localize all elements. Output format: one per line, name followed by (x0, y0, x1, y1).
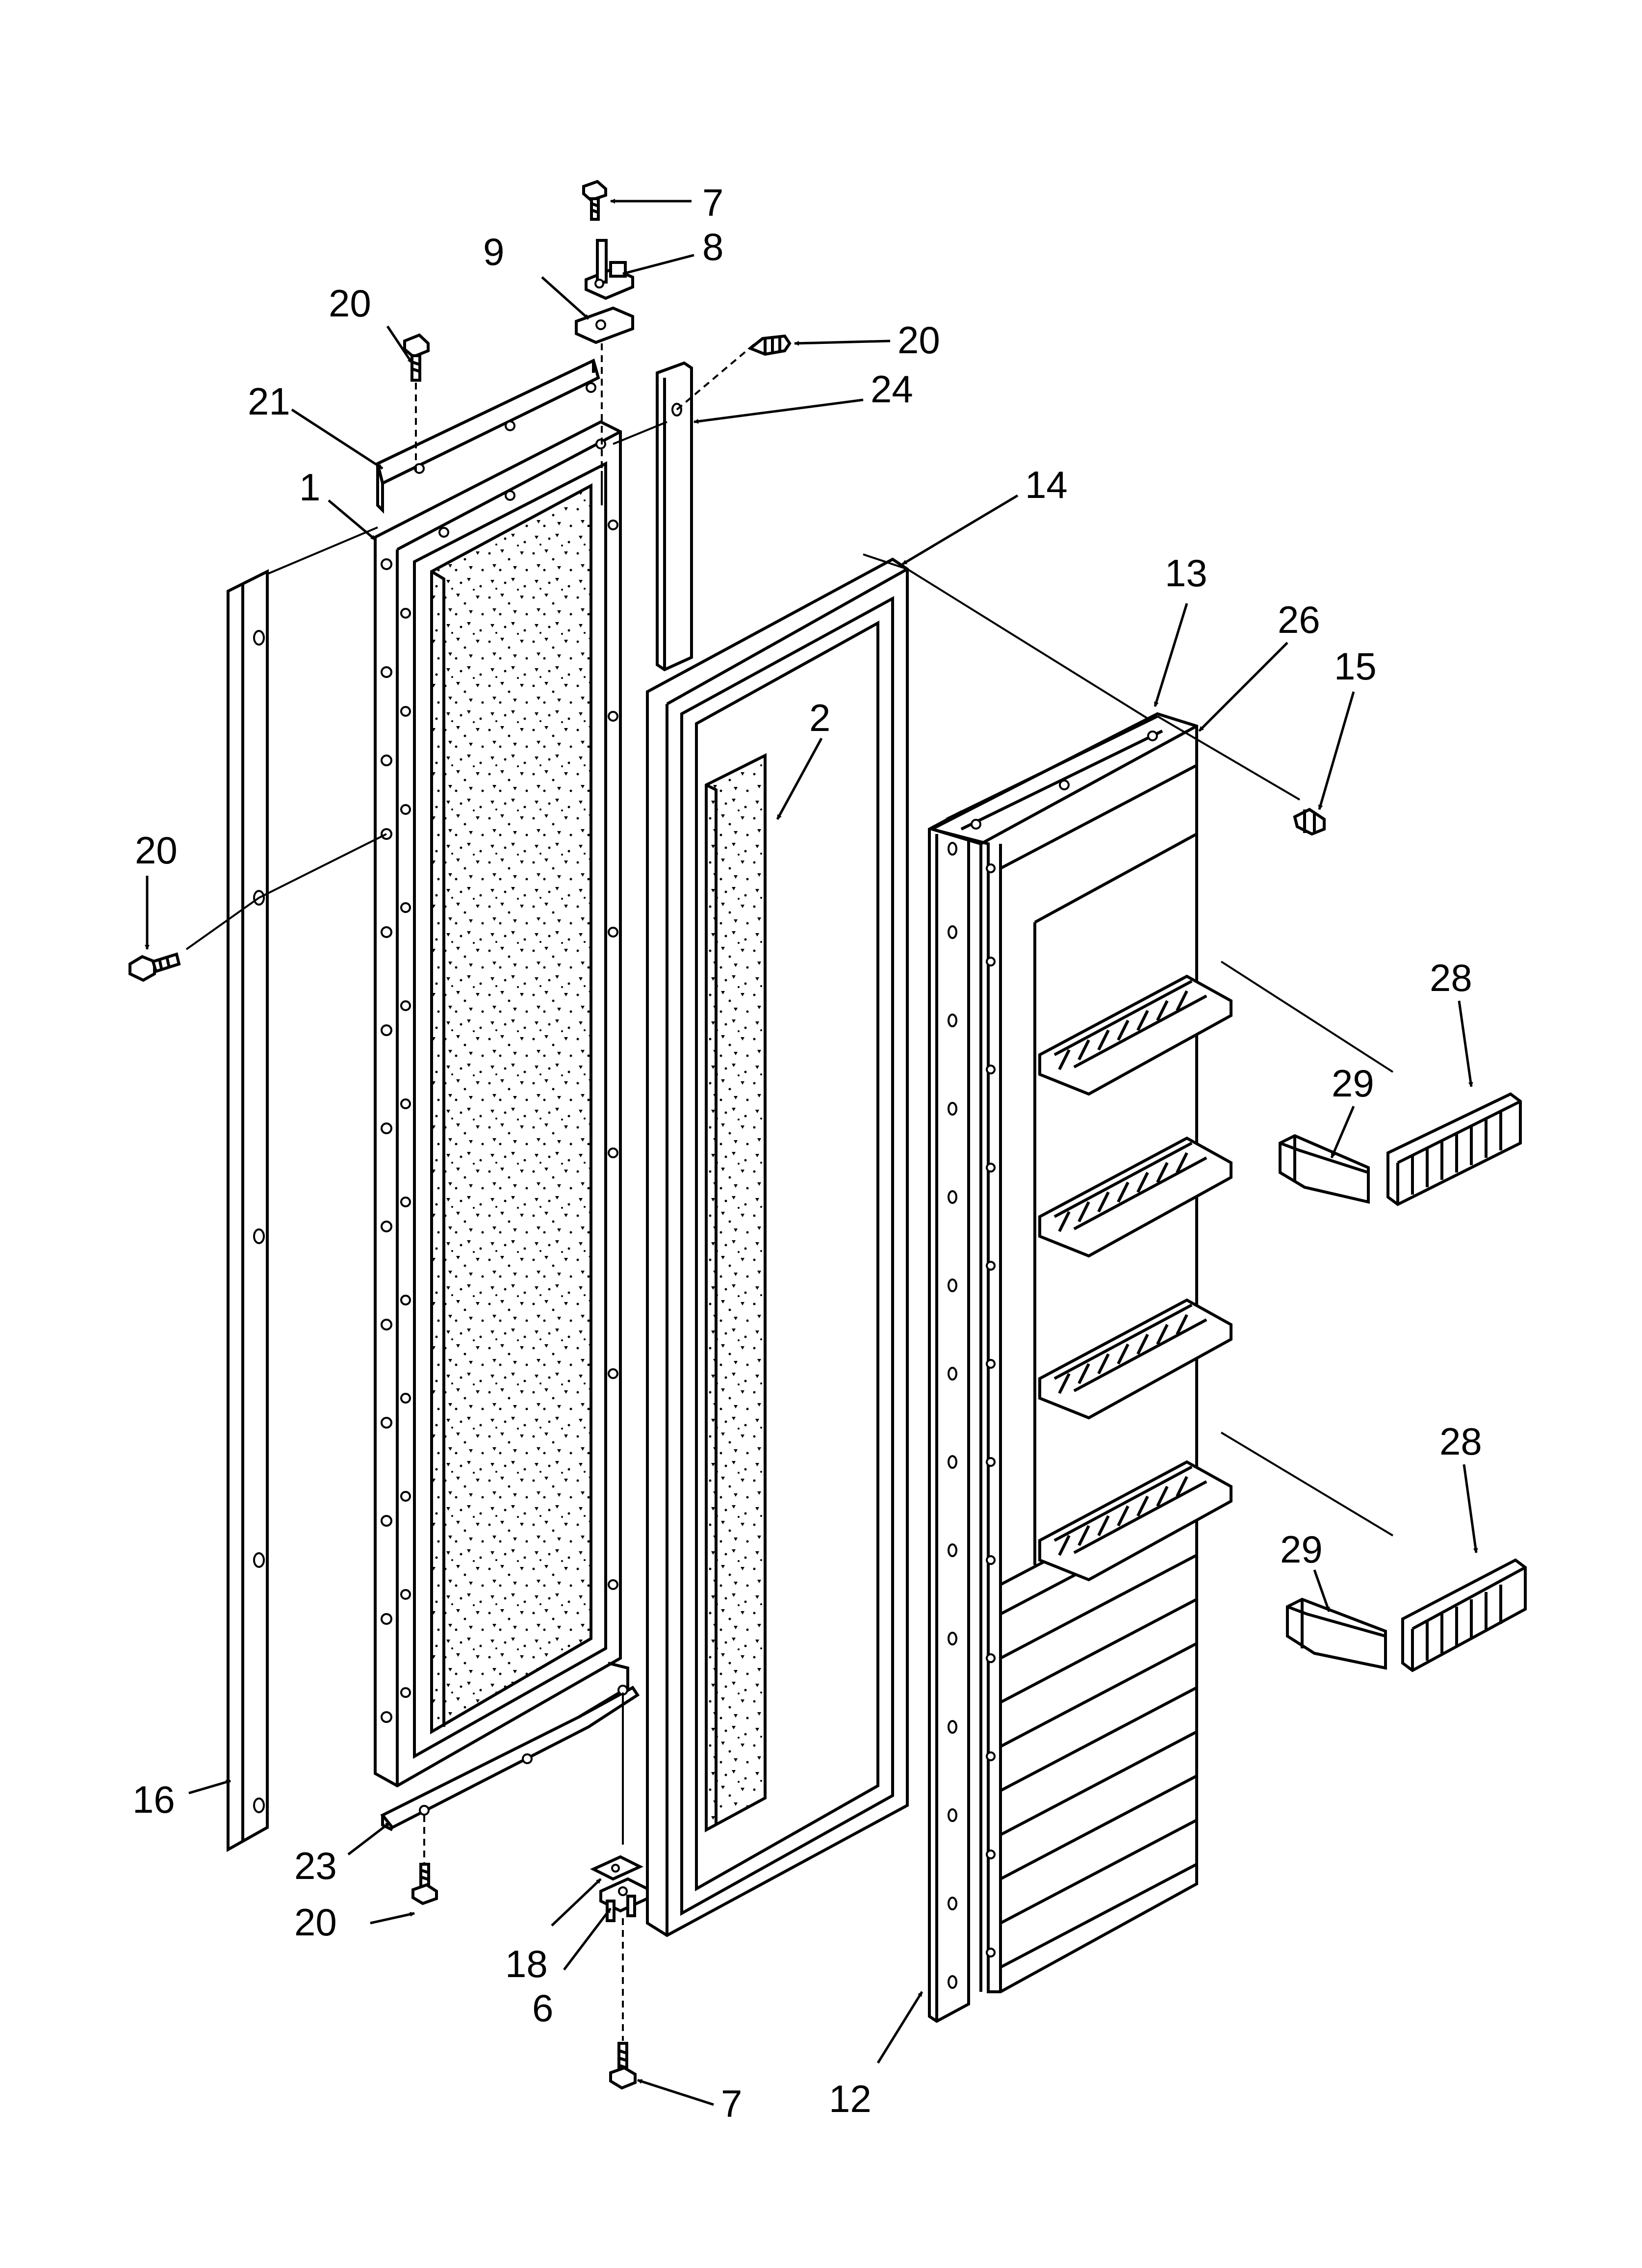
part-28-retainer-a (1386, 1092, 1522, 1206)
part-20-screw-b (747, 334, 792, 356)
callout-20-c: 20 (135, 829, 178, 872)
callout-9: 9 (483, 230, 504, 273)
callout-8: 8 (702, 225, 723, 268)
callout-20-b: 20 (898, 318, 940, 362)
callout-6: 6 (532, 1986, 553, 2030)
door-shelves (1038, 961, 1394, 1582)
callout-26: 26 (1278, 598, 1320, 641)
callout-28-b: 28 (1439, 1420, 1482, 1463)
callout-18: 18 (505, 1942, 548, 1985)
callout-labels: 7 8 9 20 20 24 21 1 14 13 26 15 2 20 28 … (132, 181, 1482, 2125)
callout-23: 23 (294, 1844, 337, 1887)
part-29-clip-b (1286, 1597, 1387, 1670)
part-20-screw-c (128, 833, 387, 982)
part-20-screw-d (411, 1863, 438, 1905)
part-29-clip-a (1279, 1134, 1370, 1204)
shelf-3 (1038, 1298, 1232, 1420)
part-7-top-screw (582, 180, 607, 221)
callout-7-top: 7 (702, 181, 723, 224)
part-16-strip (227, 526, 378, 1852)
callout-20-d: 20 (294, 1901, 337, 1944)
part-15-screw (1293, 808, 1326, 836)
shelf-4 (1038, 1460, 1232, 1582)
part-20-screw-a (403, 333, 430, 471)
part-21-top-bracket (376, 358, 600, 514)
callout-13: 13 (1165, 551, 1207, 595)
part-2-foam-insert (705, 753, 767, 1833)
leader-lines (145, 199, 1478, 2106)
shelf-2 (1038, 1136, 1232, 1258)
callout-14: 14 (1025, 463, 1068, 506)
part-12-strip (928, 810, 970, 2023)
part-7-bottom-screw (609, 2042, 637, 2090)
part-24-strip (613, 342, 756, 672)
part-23-bottom-bracket (380, 1662, 640, 1864)
part-8-hinge-pin (585, 239, 634, 300)
shelf-1 (1038, 974, 1232, 1096)
part-6-bottom-hinge (599, 1877, 649, 2041)
callout-29-a: 29 (1332, 1062, 1374, 1105)
callout-21: 21 (248, 380, 290, 423)
callout-28-a: 28 (1430, 956, 1472, 999)
callout-12: 12 (829, 2077, 872, 2120)
part-18-shim (590, 1855, 643, 1881)
part-9-hinge-plate (575, 306, 634, 344)
callout-7-bot: 7 (721, 2082, 742, 2125)
callout-1: 1 (299, 466, 320, 509)
callout-16: 16 (132, 1778, 175, 1821)
callout-20-a: 20 (329, 282, 371, 325)
part-1-door-frame (374, 420, 622, 1788)
callout-15: 15 (1334, 645, 1377, 688)
part-28-retainer-b (1401, 1558, 1527, 1672)
callout-2: 2 (809, 696, 830, 739)
callout-24: 24 (871, 367, 913, 411)
callout-29-b: 29 (1280, 1528, 1323, 1571)
